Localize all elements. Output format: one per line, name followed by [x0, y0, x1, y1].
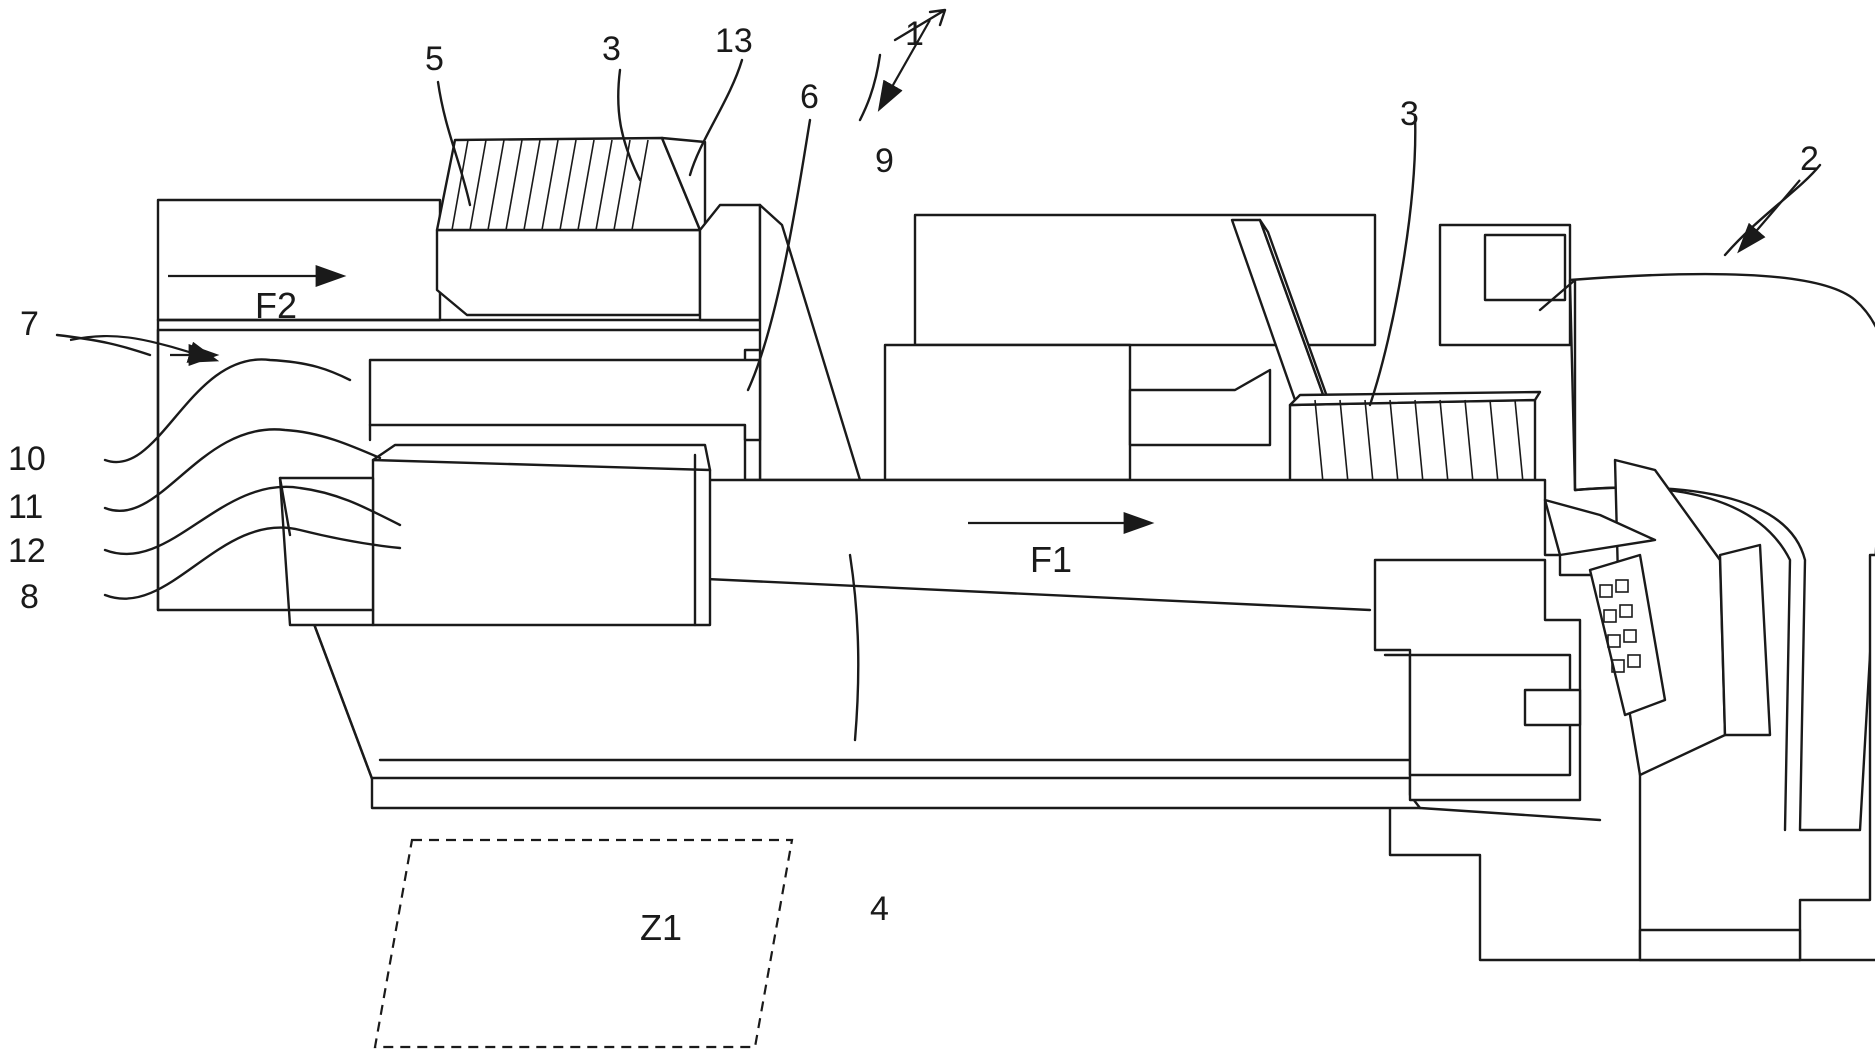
ref-7: 7	[20, 305, 39, 343]
ref-9: 9	[875, 142, 894, 180]
zone-z1-outline	[375, 840, 792, 1047]
flow-label-f2: F2	[255, 285, 297, 326]
support-column-9	[745, 205, 860, 480]
block-stack-upper	[437, 138, 760, 320]
ref-11: 11	[8, 488, 43, 526]
leader-arrow-2	[1740, 180, 1800, 250]
ref-3-upper: 3	[602, 30, 621, 68]
flow-label-f1: F1	[1030, 539, 1072, 580]
ref-4: 4	[870, 890, 889, 928]
ref-3-right: 3	[1400, 95, 1419, 133]
ref-8: 8	[20, 578, 39, 616]
ref-1: 1	[905, 15, 924, 53]
ref-5: 5	[425, 40, 444, 78]
ref-2: 2	[1800, 140, 1819, 178]
ref-12: 12	[8, 532, 46, 570]
packaging-block-8	[158, 445, 710, 625]
ref-13: 13	[715, 22, 753, 60]
zone-z1-label: Z1	[640, 907, 682, 948]
ref-6: 6	[800, 78, 819, 116]
ref-10: 10	[8, 440, 46, 478]
